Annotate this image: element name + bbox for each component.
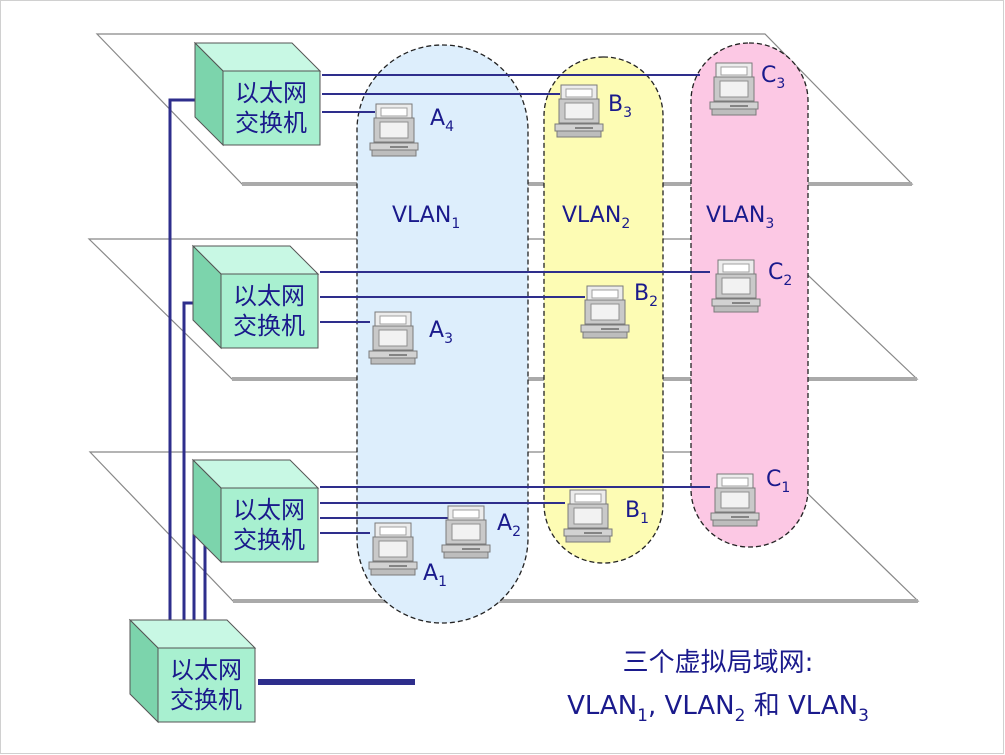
computer-b3-icon — [554, 84, 604, 138]
vlan3-label: VLAN3 — [706, 203, 774, 232]
svg-text:交换机: 交换机 — [233, 312, 305, 340]
host-label-b1: B1 — [625, 498, 649, 527]
svg-text:以太网: 以太网 — [233, 282, 305, 310]
host-label-b2: B2 — [634, 281, 658, 310]
host-label-a1: A1 — [423, 561, 447, 590]
svg-text:以太网: 以太网 — [235, 79, 307, 107]
host-label-a3: A3 — [429, 318, 453, 347]
computer-c2-icon — [711, 259, 761, 313]
host-label-a2: A2 — [497, 511, 521, 540]
computer-b1-icon — [563, 489, 613, 543]
switch-middle-floor: 以太网 交换机 — [191, 244, 320, 350]
svg-text:交换机: 交换机 — [233, 526, 305, 554]
computer-a1-icon — [368, 522, 418, 576]
caption-line1: 三个虚拟局域网: — [623, 648, 814, 678]
vlan2-label: VLAN2 — [562, 203, 630, 232]
switch-backbone: 以太网 交换机 — [128, 618, 257, 724]
svg-text:交换机: 交换机 — [170, 686, 242, 714]
svg-text:以太网: 以太网 — [233, 496, 305, 524]
host-label-a4: A4 — [430, 106, 454, 135]
host-label-c3: C3 — [761, 63, 785, 92]
vlan1-region — [356, 44, 529, 624]
host-label-b3: B3 — [608, 92, 632, 121]
svg-text:以太网: 以太网 — [170, 656, 242, 684]
switch-bottom-floor: 以太网 交换机 — [191, 458, 320, 564]
links-middle-floor — [320, 271, 710, 323]
computer-a4-icon — [369, 103, 419, 157]
vlan1-label: VLAN1 — [392, 203, 460, 232]
switch-top-floor: 以太网 交换机 — [193, 41, 322, 147]
caption-line2: VLAN1, VLAN2 和 VLAN3 — [567, 691, 869, 726]
computer-c1-icon — [710, 473, 760, 527]
computer-a3-icon — [368, 311, 418, 365]
host-label-c2: C2 — [768, 260, 792, 289]
computer-c3-icon — [709, 62, 759, 116]
host-label-c1: C1 — [766, 467, 790, 496]
svg-text:交换机: 交换机 — [235, 109, 307, 137]
links-top-floor — [322, 74, 700, 113]
computer-b2-icon — [580, 285, 630, 339]
computer-a2-icon — [441, 505, 491, 559]
links-bottom-floor — [320, 486, 710, 534]
